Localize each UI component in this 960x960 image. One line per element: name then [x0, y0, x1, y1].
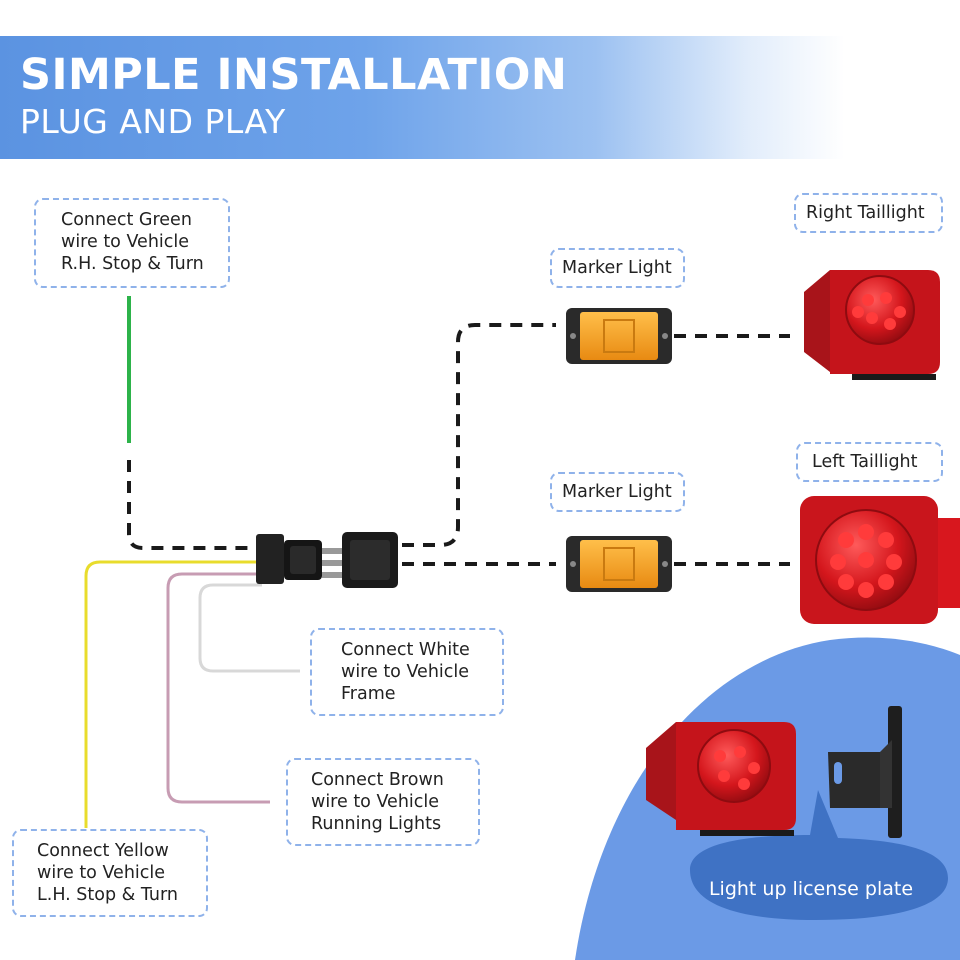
taillight-icon — [804, 270, 940, 380]
callout-line: Connect Green — [61, 210, 192, 230]
callout-line: R.H. Stop & Turn — [61, 254, 204, 274]
callout-line: wire to Vehicle — [341, 662, 470, 682]
callout-line: Marker Light — [562, 482, 672, 502]
callout-white-wire: Connect White wire to Vehicle Frame — [310, 628, 504, 716]
callout-line: L.H. Stop & Turn — [37, 885, 178, 905]
license-bubble-label: Light up license plate — [708, 878, 914, 900]
callout-line: Running Lights — [311, 814, 442, 834]
harness-left — [127, 460, 262, 550]
callout-marker-light-top: Marker Light — [550, 248, 685, 288]
marker-light-icon — [566, 536, 672, 592]
callout-line: Connect Yellow — [37, 841, 169, 861]
harness-top — [402, 323, 556, 547]
license-bubble — [690, 790, 948, 920]
callout-line: Frame — [341, 684, 396, 704]
callout-green-wire: Connect Green wire to Vehicle R.H. Stop … — [34, 198, 230, 288]
header-banner: SIMPLE INSTALLATION PLUG AND PLAY — [0, 36, 960, 159]
callout-line: wire to Vehicle — [311, 792, 440, 812]
taillight-icon — [800, 496, 960, 624]
page-subtitle: PLUG AND PLAY — [20, 102, 286, 141]
callout-brown-wire: Connect Brown wire to Vehicle Running Li… — [286, 758, 480, 846]
callout-line: Connect White — [341, 640, 470, 660]
page-title: SIMPLE INSTALLATION — [20, 50, 568, 100]
marker-light-icon — [566, 308, 672, 364]
brown-wire — [166, 572, 270, 804]
callout-line: Right Taillight — [806, 203, 925, 223]
callout-right-taillight: Right Taillight — [794, 193, 943, 233]
callout-line: wire to Vehicle — [61, 232, 190, 252]
white-wire — [198, 583, 300, 673]
license-bracket-icon — [828, 706, 902, 838]
callout-marker-light-bottom: Marker Light — [550, 472, 685, 512]
callout-line: Connect Brown — [311, 770, 444, 790]
callout-left-taillight: Left Taillight — [796, 442, 943, 482]
plug-connector-icon — [256, 532, 398, 588]
taillight-icon — [646, 722, 796, 836]
callout-line: Left Taillight — [812, 452, 918, 472]
yellow-wire — [84, 560, 262, 828]
callout-line: Marker Light — [562, 258, 672, 278]
callout-yellow-wire: Connect Yellow wire to Vehicle L.H. Stop… — [12, 829, 208, 917]
callout-line: wire to Vehicle — [37, 863, 166, 883]
